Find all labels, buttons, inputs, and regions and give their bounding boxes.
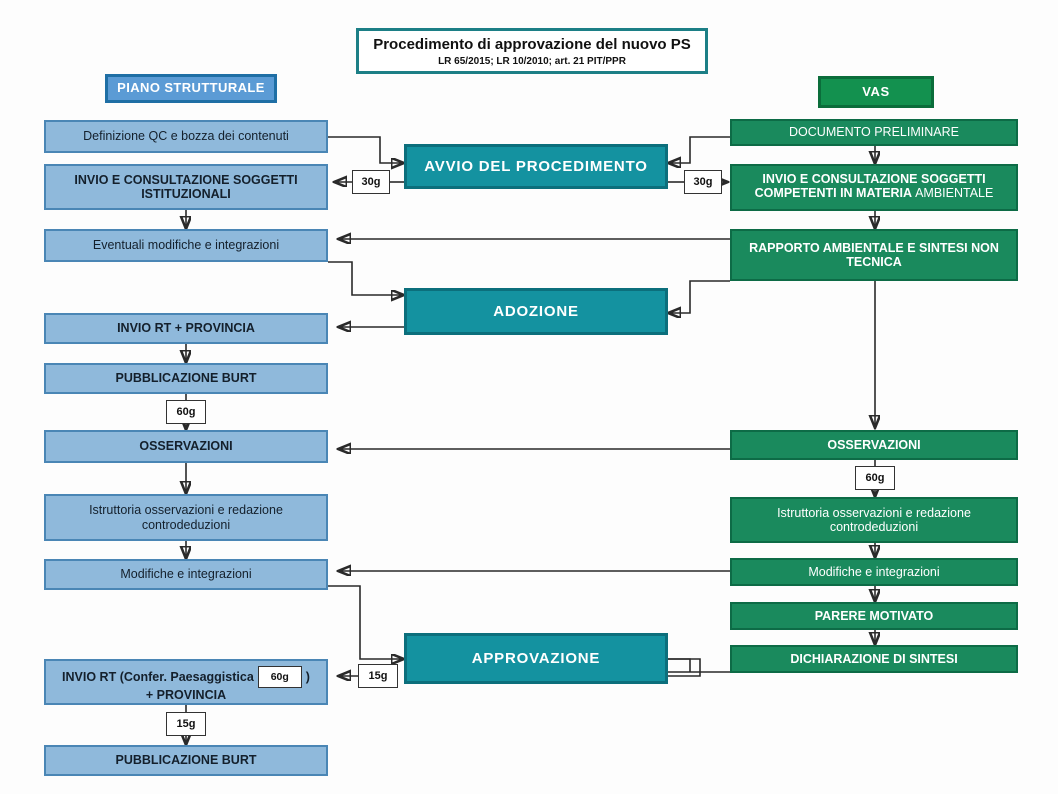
invio-consult-line2: COMPETENTI IN MATERIA — [754, 186, 916, 201]
box-eventuali-modifiche: Eventuali modifiche e integrazioni — [44, 229, 328, 262]
box-pubblicazione-burt-2: PUBBLICAZIONE BURT — [44, 745, 328, 776]
title-sub: LR 65/2015; LR 10/2010; art. 21 PIT/PPR — [438, 55, 626, 67]
box-definizione-qc: Definizione QC e bozza dei contenuti — [44, 120, 328, 153]
box-parere-motivato: PARERE MOTIVATO — [730, 602, 1018, 630]
invio-consult-line1: INVIO E CONSULTAZIONE SOGGETTI — [762, 172, 986, 186]
box-documento-preliminare: DOCUMENTO PRELIMINARE — [730, 119, 1018, 146]
tag-30g-left: 30g — [352, 170, 390, 194]
box-osservazioni-left: OSSERVAZIONI — [44, 430, 328, 463]
box-invio-consultazione-istituzionali: INVIO E CONSULTAZIONE SOGGETTI ISTITUZIO… — [44, 164, 328, 210]
box-istruttoria-left: Istruttoria osservazioni e redazione con… — [44, 494, 328, 541]
box-adozione: ADOZIONE — [404, 288, 668, 335]
invio-rt-provincia-line: + PROVINCIA — [145, 688, 227, 702]
box-approvazione: APPROVAZIONE — [404, 633, 668, 684]
column-header-vas: VAS — [818, 76, 934, 108]
box-osservazioni-right: OSSERVAZIONI — [730, 430, 1018, 460]
title-main: Procedimento di approvazione del nuovo P… — [373, 35, 691, 53]
box-pubblicazione-burt-1: PUBBLICAZIONE BURT — [44, 363, 328, 394]
box-invio-rt-confer-paesaggistica: INVIO RT (Confer. Paesaggistica 60g ) + … — [44, 659, 328, 705]
tag-15g-approvazione: 15g — [358, 664, 398, 688]
column-header-piano-strutturale: PIANO STRUTTURALE — [105, 74, 277, 103]
invio-rt-confer-paren: ) — [305, 669, 310, 684]
diagram-title: Procedimento di approvazione del nuovo P… — [356, 28, 708, 74]
tag-60g-right: 60g — [855, 466, 895, 490]
tag-60g-burt: 60g — [166, 400, 206, 424]
box-avvio-procedimento: AVVIO DEL PROCEDIMENTO — [404, 144, 668, 189]
box-modifiche-integrazioni-right: Modifiche e integrazioni — [730, 558, 1018, 586]
box-modifiche-integrazioni-left: Modifiche e integrazioni — [44, 559, 328, 590]
box-istruttoria-right: Istruttoria osservazioni e redazione con… — [730, 497, 1018, 543]
box-dichiarazione-sintesi: DICHIARAZIONE DI SINTESI — [730, 645, 1018, 673]
invio-consult-ambientale: AMBIENTALE — [915, 186, 994, 201]
box-invio-rt-provincia: INVIO RT + PROVINCIA — [44, 313, 328, 344]
tag-15g-burt: 15g — [166, 712, 206, 736]
tag-60g-confer: 60g — [257, 666, 302, 688]
invio-rt-confer-text: INVIO RT (Confer. Paesaggistica — [62, 669, 254, 684]
box-invio-consultazione-ambientale: INVIO E CONSULTAZIONE SOGGETTI COMPETENT… — [730, 164, 1018, 211]
tag-30g-right: 30g — [684, 170, 722, 194]
box-rapporto-ambientale: RAPPORTO AMBIENTALE E SINTESI NON TECNIC… — [730, 229, 1018, 281]
